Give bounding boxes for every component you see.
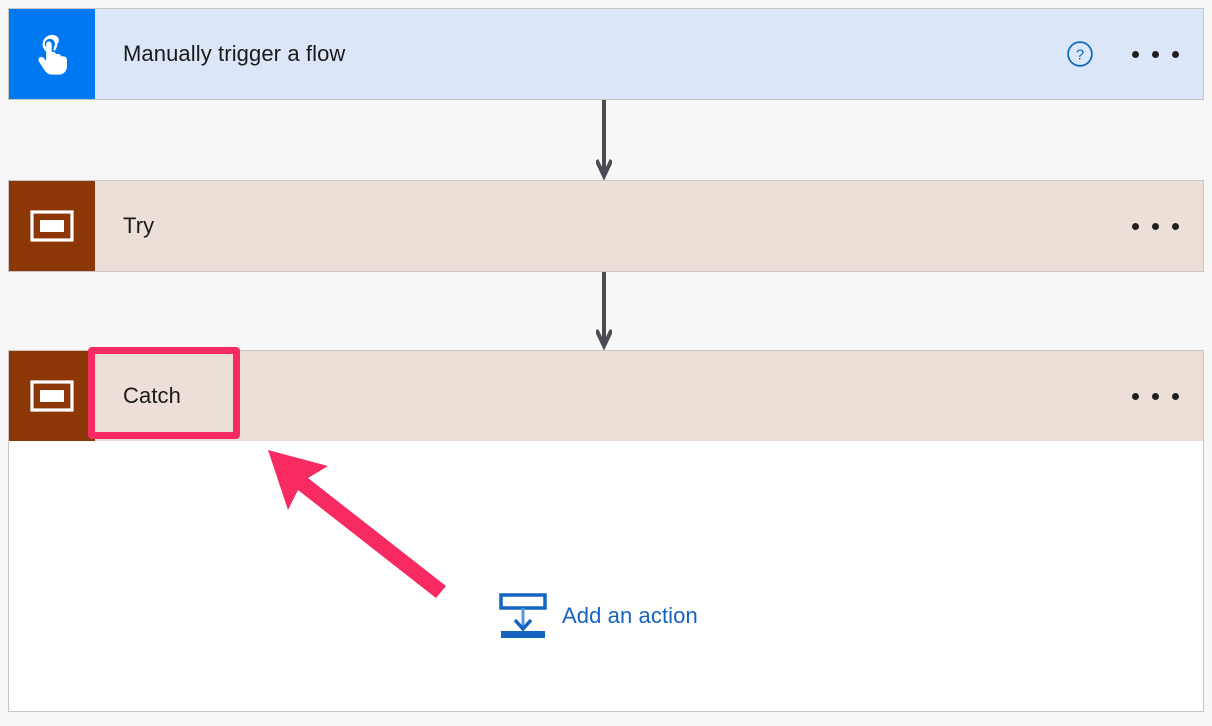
insert-action-icon xyxy=(499,593,547,638)
dot xyxy=(1132,392,1139,400)
flow-node-title: Manually trigger a flow xyxy=(123,41,346,66)
dot xyxy=(1172,392,1179,400)
flow-node-body xyxy=(9,441,1203,711)
dot xyxy=(1172,222,1179,230)
flow-node-try[interactable]: Try xyxy=(8,180,1204,272)
flow-node-header[interactable]: Catch xyxy=(9,351,1203,441)
dot xyxy=(1132,50,1139,58)
dot xyxy=(1132,222,1139,230)
help-circle-icon[interactable]: ? xyxy=(1066,40,1094,68)
flow-node-header[interactable]: Manually trigger a flow ? xyxy=(9,9,1203,99)
more-options-icon[interactable] xyxy=(1132,382,1179,410)
svg-text:?: ? xyxy=(1076,46,1084,63)
flow-node-catch[interactable]: Catch xyxy=(8,350,1204,712)
connector-try-to-catch xyxy=(596,272,612,350)
scope-icon xyxy=(30,380,74,412)
add-an-action-button[interactable]: Add an action xyxy=(498,592,698,640)
scope-icon-tile xyxy=(9,181,95,271)
trigger-icon-tile xyxy=(9,9,95,99)
dot xyxy=(1172,50,1179,58)
connector-trigger-to-try xyxy=(596,100,612,180)
flow-node-actions: ? xyxy=(1066,9,1203,99)
add-an-action-label: Add an action xyxy=(562,603,698,628)
dot xyxy=(1152,392,1159,400)
flow-node-trigger[interactable]: Manually trigger a flow ? xyxy=(8,8,1204,100)
flow-node-title: Try xyxy=(123,213,155,238)
dot xyxy=(1152,222,1159,230)
flow-node-actions xyxy=(1132,181,1203,271)
arrow-down-icon xyxy=(596,100,612,180)
more-options-icon[interactable] xyxy=(1132,212,1179,240)
flow-node-title: Catch xyxy=(123,383,181,408)
scope-icon-tile xyxy=(9,351,95,441)
dot xyxy=(1152,50,1159,58)
flow-node-header[interactable]: Try xyxy=(9,181,1203,271)
arrow-down-icon xyxy=(596,272,612,350)
scope-icon xyxy=(30,210,74,242)
flow-node-actions xyxy=(1132,351,1203,441)
more-options-icon[interactable] xyxy=(1132,40,1179,68)
touch-tap-icon xyxy=(38,34,67,75)
